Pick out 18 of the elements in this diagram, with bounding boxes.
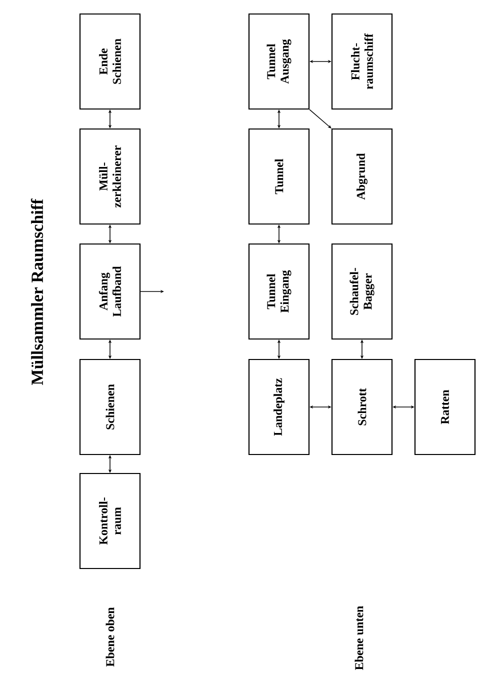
process-box: Landeplatz (248, 358, 310, 456)
level-label: Ebene unten (354, 606, 364, 670)
process-box: Schienen (79, 358, 141, 456)
process-box: Ende Schienen (79, 13, 141, 110)
process-box: Tunnel (248, 128, 310, 225)
process-box: Müll- zerkleinerer (79, 128, 141, 225)
process-box: Schaufel- Bagger (331, 243, 393, 340)
process-box: Anfang Laufband (79, 243, 141, 340)
process-box: Tunnel Ausgang (248, 13, 310, 110)
process-box: Abgrund (331, 128, 393, 225)
process-box: Tunnel Eingang (248, 243, 310, 340)
process-box: Ratten (414, 358, 476, 456)
title: Müllsammler Raumschiff (30, 198, 44, 385)
level-label: Ebene oben (106, 607, 114, 667)
process-box: Schrott (331, 358, 393, 456)
arrow (309, 109, 332, 128)
process-box: Kontroll- raum (79, 472, 141, 570)
process-box: Flucht- raumschiff (331, 13, 393, 110)
